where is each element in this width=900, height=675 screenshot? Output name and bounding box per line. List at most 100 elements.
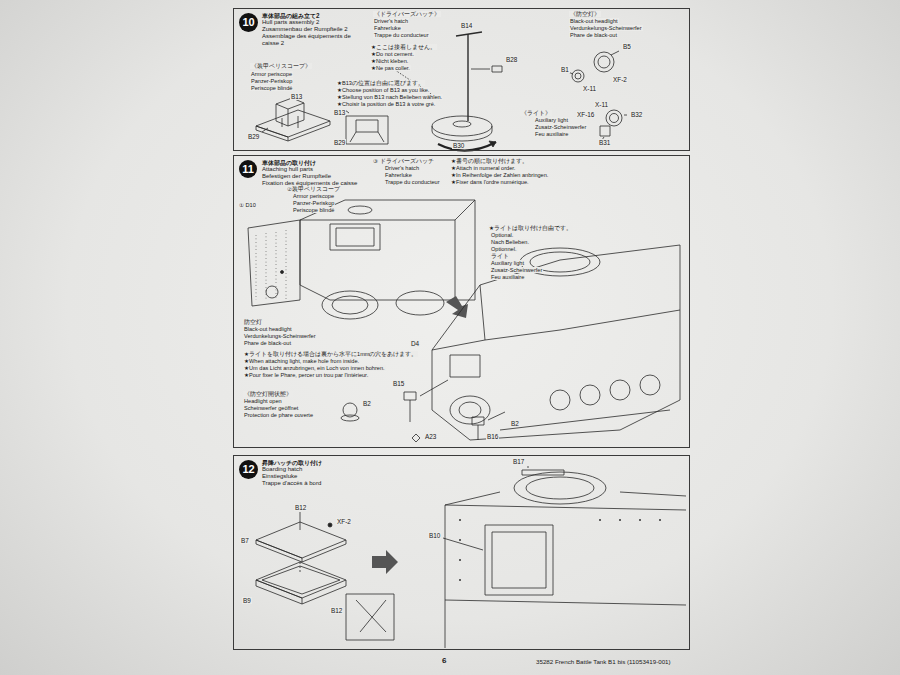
instruction-text: ★When attaching light, make hole from in…: [243, 358, 360, 364]
part-A23: [412, 434, 420, 442]
hatch-inside-view: [346, 594, 394, 640]
step-panel: 昇降ハッチの取り付けBoarding hatchEinstiegslukeTra…: [233, 455, 690, 650]
instruction-text: Trappe du conducteur: [384, 179, 441, 185]
step-title-translation: Zusammenbau der Rumpfteile 2: [262, 26, 354, 33]
part-B15: [404, 392, 416, 400]
part-number: D4: [410, 340, 420, 347]
part-number: B32: [630, 111, 643, 118]
step-title-translation: Trappe d'accès à bord: [262, 480, 372, 487]
part-number: B1: [560, 66, 570, 73]
part-number: B17: [512, 458, 525, 465]
tank-hull-view: [432, 245, 680, 440]
step-title: 昇降ハッチの取り付け: [262, 459, 372, 466]
instruction-text: ③ ドライバーズハッチ: [372, 158, 435, 164]
part-number: X-11: [594, 101, 609, 108]
tank-front-view: [248, 200, 475, 319]
part-number: B13: [333, 109, 346, 116]
instruction-text: ★Attach in numeral order.: [450, 165, 516, 171]
instruction-text: ★B13の位置は自由に選びます。: [336, 80, 425, 86]
instruction-text: 《防空灯開状態》: [243, 391, 293, 397]
step-heading: 車体部品の取り付けAttaching hull partsBefestigen …: [262, 159, 372, 187]
periscope-detail: [346, 116, 388, 144]
instruction-text: Zusatz-Scheinwerfer: [490, 267, 543, 273]
step-heading: 車体部品の組み立て2Hull parts assembly 2Zusammenb…: [262, 12, 354, 47]
part-number: B31: [598, 139, 611, 146]
instruction-text: ★Um das Licht anzubringen, ein Loch von …: [243, 365, 386, 371]
front-plate-D10: [248, 220, 300, 306]
instruction-text: Fahrerluke: [373, 25, 402, 31]
step-title-translation: Boarding hatch: [262, 466, 372, 473]
step-title-translation: Assemblage des équipements de caisse 2: [262, 33, 354, 47]
step-title: 車体部品の組み立て2: [262, 12, 354, 19]
part-number: B13: [290, 93, 303, 100]
instruction-text: 防空灯: [243, 319, 263, 325]
part-number: XF-16: [576, 111, 595, 118]
step-title-translation: Attaching hull parts: [262, 166, 372, 173]
periscope-body: [276, 98, 304, 126]
part-number: B10: [428, 532, 441, 539]
instruction-text: Panzer-Periskop: [250, 78, 293, 84]
instruction-text: ★In Reihenfolge der Zahlen anbringen.: [450, 172, 549, 178]
instruction-text: ★Choisir la position de B13 à votre gré.: [336, 101, 436, 107]
instruction-text: Verdunkelungs-Scheinwerfer: [569, 25, 643, 31]
instruction-text: ★Pour fixer le Phare, percer un trou par…: [243, 372, 369, 378]
part-number: B29: [247, 133, 260, 140]
instruction-text: 《防空灯》: [569, 11, 601, 17]
instruction-text: ★ここは接着しません。: [370, 44, 437, 50]
part-number: XF-2: [336, 518, 352, 525]
page-number: 6: [441, 657, 447, 666]
step-number-text: 10: [242, 17, 254, 28]
step-title-translation: Hull parts assembly 2: [262, 19, 354, 26]
step-number: 10: [239, 13, 258, 32]
instruction-text: Phare de black-out: [243, 340, 292, 346]
instruction-text: Black-out headlight: [243, 326, 293, 332]
part-number: B9: [242, 597, 252, 604]
step-title-translation: Befestigen der Rumpfteile: [262, 173, 372, 180]
instruction-text: ★Ne pas coller.: [370, 65, 411, 71]
instruction-text: Phare de black-out: [569, 32, 618, 38]
instruction-text: Feu auxiliaire: [490, 274, 525, 280]
part-number: B5: [622, 43, 632, 50]
instruction-text: Nach Belieben.: [490, 239, 530, 245]
part-number: B28: [505, 56, 518, 63]
part-number: B7: [240, 537, 250, 544]
step-arrow: [372, 550, 398, 574]
part-B16: [472, 417, 484, 425]
instruction-text: Auxiliary light: [534, 117, 569, 123]
instruction-text: ★Stellung von B13 nach Belieben wählen.: [336, 94, 443, 100]
instruction-text: Black-out headlight: [569, 18, 619, 24]
instruction-text: Protection de phare ouverte: [243, 412, 314, 418]
step-heading: 昇降ハッチの取り付けBoarding hatchEinstiegslukeTra…: [262, 459, 372, 487]
part-number: A23: [424, 433, 437, 440]
step-number-text: 11: [242, 164, 254, 175]
instruction-text: 《装甲ペリスコープ》: [250, 63, 312, 69]
instruction-text: ②装甲ペリスコープ: [286, 186, 341, 192]
part-number: B14: [460, 22, 473, 29]
instruction-text: Driver's hatch: [373, 18, 409, 24]
instruction-text: Periscope blindé: [250, 85, 293, 91]
auxiliary-light: [606, 110, 622, 126]
part-number: B29: [333, 139, 346, 146]
step-title: 車体部品の取り付け: [262, 159, 372, 166]
instruction-text: Headlight open: [243, 398, 283, 404]
step-title-translation: Einstiegsluke: [262, 473, 372, 480]
instruction-text: Scheinwerfer geöffnet: [243, 405, 299, 411]
instruction-text: ★ライトを取り付ける場合は裏から水平に1mmの穴をあけます。: [243, 351, 418, 357]
instruction-text: Optional.: [490, 232, 514, 238]
step-number-text: 12: [242, 464, 254, 475]
tank-side-view: [443, 466, 686, 648]
instruction-text: ★番号の順に取り付けます。: [450, 158, 529, 164]
instruction-text: Periscope blindé: [292, 207, 335, 213]
part-number: B12: [330, 607, 343, 614]
instruction-text: ★Nicht kleben.: [370, 58, 409, 64]
instruction-text: Trappe du conducteur: [373, 32, 430, 38]
part-number: X-11: [582, 85, 597, 92]
instruction-text: 《ライト》: [520, 110, 552, 116]
instruction-text: ★Choose position of B13 as you like.: [336, 87, 430, 93]
part-number: XF-2: [612, 76, 628, 83]
instruction-text: ★Do not cement.: [370, 51, 415, 57]
instruction-text: Fahrerluke: [384, 172, 413, 178]
part-number: B15: [392, 380, 405, 387]
